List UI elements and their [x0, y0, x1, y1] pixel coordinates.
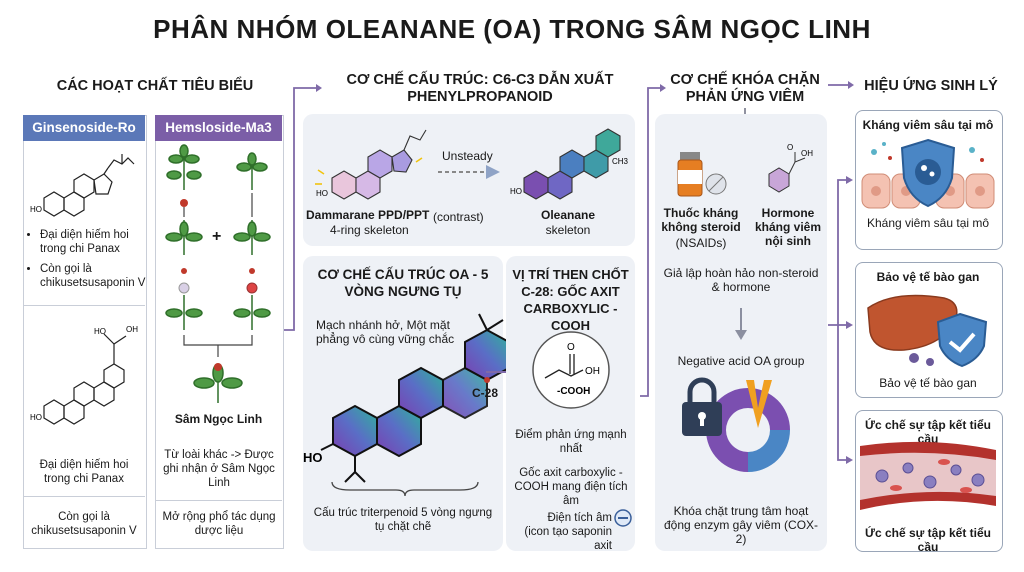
oleanane-sublabel: skeleton	[545, 223, 591, 237]
oa-five-ring-structure: HO	[303, 313, 510, 483]
dammarane-structure: HO	[315, 129, 427, 200]
oleanane-label: Oleanane	[540, 208, 596, 222]
effect-card-3-caption: Ức chế sự tập kết tiểu cầu	[864, 526, 992, 554]
ginsenoside-ro-tag: Ginsenoside-Ro	[23, 115, 145, 141]
ro-bullet-1: Đại diện hiếm hoi trong chi Panax	[40, 228, 152, 256]
unsteady-arrow	[438, 165, 500, 179]
ma3-caption-2: Mở rộng phổ tác dụng dược liệu	[162, 511, 276, 537]
svg-text:HO: HO	[510, 187, 522, 196]
negative-acid-label: Negative acid OA group	[677, 354, 805, 368]
ma3-divider	[155, 500, 282, 501]
oleanane-structure: HO CH3	[510, 128, 629, 200]
ro-caption-1: Đại diện hiếm hoi trong chi Panax	[39, 459, 129, 485]
hemsloside-ma3-card	[155, 115, 284, 549]
unsteady-label: Unsteady	[442, 149, 493, 163]
col4-header: HIỆU ỨNG SINH LÝ	[864, 78, 998, 94]
svg-text:HO: HO	[30, 413, 42, 422]
col2-header: CƠ CHẾ CẤU TRÚC: C6-C3 DẪN XUẤT PHENYLPR…	[346, 72, 614, 105]
svg-text:O: O	[787, 143, 793, 152]
mimic-down-arrow	[735, 308, 747, 340]
connector-col1-col2	[284, 84, 322, 331]
svg-text:O: O	[567, 342, 575, 353]
ro-bullet-2: Còn gọi là chikusetsusaponin V	[40, 262, 152, 290]
hormone-label: Hormone kháng viêm nội sinh	[754, 206, 822, 248]
ginsenoside-ro-structure-bottom: HO HO OH	[30, 325, 138, 425]
oa-brace	[331, 481, 479, 497]
svg-text:OH: OH	[801, 149, 813, 158]
ro-caption-2: Còn gọi là chikusetsusaponin V	[31, 511, 137, 537]
c28-text-3: Điện tích âm (icon tạo saponin axit	[524, 512, 612, 552]
negative-charge-icon	[614, 509, 632, 527]
oa-five-ring-caption: Cấu trúc triterpenoid 5 vòng ngưng tụ ch…	[313, 507, 493, 533]
connectors-col3-col4	[828, 176, 853, 464]
contrast-label: (contrast)	[433, 210, 484, 224]
dammarane-label: Dammarane PPD/PPT	[306, 208, 430, 222]
svg-text:HO: HO	[316, 189, 328, 198]
c28-header: VỊ TRÍ THEN CHỐT C-28: GỐC AXIT CARBOXYL…	[512, 267, 629, 333]
effect-card-2-caption: Bảo vệ tế bào gan	[879, 376, 977, 390]
effect-card-1-caption: Kháng viêm sâu tại mô	[866, 216, 990, 230]
ro-divider-2	[23, 496, 145, 497]
oa-five-ring-header: CƠ CHẾ CẤU TRÚC OA - 5 VÒNG NGƯNG TỤ	[317, 267, 489, 299]
blood-vessel-icon	[860, 441, 996, 510]
sam-ngoc-linh-label: Sâm Ngọc Linh	[174, 412, 263, 426]
hemsloside-ma3-tag: Hemsloside-Ma3	[155, 115, 282, 141]
ma3-caption-1: Từ loài khác -> Được ghi nhận ở Sâm Ngọc…	[163, 449, 275, 489]
oa-five-ring-note: Mạch nhánh hở, Một mặt phẳng vô cùng vữn…	[316, 318, 455, 346]
nsaid-sublabel: (NSAIDs)	[675, 236, 727, 250]
svg-text:OH: OH	[585, 366, 600, 377]
ginsenoside-ro-card	[23, 115, 147, 549]
svg-text:HO: HO	[303, 450, 323, 465]
col3-header: CƠ CHẾ KHÓA CHẶN PHẢN ỨNG VIÊM	[670, 72, 820, 105]
svg-text:-COOH: -COOH	[557, 386, 590, 397]
nsaid-bottle-icon	[677, 152, 727, 197]
col1-header: CÁC HOẠT CHẤT TIÊU BIỂU	[56, 78, 254, 94]
c28-text-2: Gốc axit carboxylic -COOH mang điện tích…	[514, 467, 628, 507]
liver-shield-icon	[867, 294, 988, 368]
mimic-text: Giả lập hoàn hảo non-steroid & hormone	[663, 266, 819, 294]
c28-text-1: Điểm phản ứng mạnh nhất	[515, 429, 627, 455]
connector-header-col4	[828, 81, 854, 89]
nsaid-label: Thuốc kháng không steroid	[661, 206, 741, 234]
ro-divider	[23, 305, 145, 306]
cooh-circle: O OH -COOH	[532, 331, 610, 409]
svg-text:OH: OH	[126, 325, 138, 334]
ginsenoside-ro-bullets: Đại diện hiếm hoi trong chi Panax Còn gọ…	[28, 228, 152, 290]
lock-enzyme-illustration	[682, 377, 790, 472]
effect-card-1-title: Kháng viêm sâu tại mô	[862, 118, 994, 132]
svg-text:CH3: CH3	[612, 157, 629, 166]
svg-text:HO: HO	[94, 327, 106, 336]
ginsenoside-ro-structure-top: HO	[30, 154, 135, 217]
c28-label: C-28	[472, 386, 499, 400]
dammarane-sublabel: 4-ring skeleton	[330, 223, 409, 237]
hormone-structure-icon: OH O	[768, 143, 813, 193]
tissue-shield-icon	[861, 138, 995, 209]
ginseng-plants-illustration	[165, 144, 271, 403]
page-title: PHÂN NHÓM OLEANANE (OA) TRONG SÂM NGỌC L…	[153, 14, 871, 44]
lock-caption: Khóa chặt trung tâm hoạt động enzym gây …	[663, 504, 819, 546]
svg-text:HO: HO	[30, 205, 42, 214]
plus-sign: +	[212, 228, 222, 245]
effect-card-2-title: Bảo vệ tế bào gan	[876, 270, 980, 284]
